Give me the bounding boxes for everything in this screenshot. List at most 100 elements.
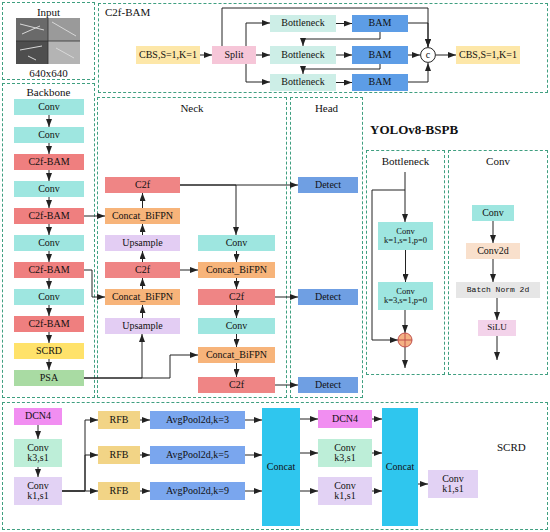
flow-arrow (49, 278, 50, 289)
model-title: YOLOv8-BSPB (370, 122, 458, 138)
layer-box: Conv2d (466, 243, 520, 259)
flow-arrow (49, 359, 50, 370)
box-label: Conv (38, 238, 60, 249)
box-label: AvgPool2d,k=9 (166, 486, 229, 497)
layer-box: C2f-BAM (14, 262, 84, 278)
input-image (16, 18, 80, 64)
box-label: SCRD (36, 346, 62, 357)
concat-circle: c (420, 47, 436, 63)
box-label: C2f (229, 292, 244, 303)
box-label: Conv (482, 208, 504, 219)
box-label: Split (225, 50, 244, 61)
layer-box: BAM (352, 74, 408, 91)
flow-arrow (140, 455, 150, 456)
flow-arrow (84, 334, 142, 378)
group-region: ConvConvConv2dBatch Norm 2dSiLU (448, 150, 548, 375)
box-label: Detect (315, 180, 341, 191)
box-label: Conv (226, 238, 248, 249)
layer-box: C2f-BAM (14, 154, 84, 170)
group-region: BottleneckConv k=1,s=1,p=0Conv k=3,s=1,p… (366, 150, 445, 375)
box-label: C2f-BAM (28, 265, 69, 276)
flow-arrow (84, 270, 105, 297)
layer-box: AvgPool2d,k=5 (150, 446, 245, 464)
region-title: Head (291, 102, 362, 114)
box-label: Conv k1,s1 (436, 474, 470, 495)
layer-box: Bottleneck (270, 15, 336, 32)
flow-arrow (84, 216, 105, 217)
flow-arrow (246, 23, 270, 46)
layer-box: Concat (262, 408, 300, 526)
flow-arrow (300, 453, 318, 454)
box-label: C2f-BAM (28, 157, 69, 168)
flow-arrow (62, 455, 98, 491)
add-symbol (398, 333, 412, 347)
layer-box: Concat_BiFPN (105, 208, 180, 224)
box-label: Bottleneck (281, 77, 324, 88)
layer-box: Concat_BiFPN (105, 289, 180, 305)
flow-arrow (303, 64, 380, 74)
group-region: BackboneConvConvC2f-BAMConvC2f-BAMConvC2… (2, 83, 95, 398)
flow-arrow (372, 491, 382, 492)
box-label: AvgPool2d,k=3 (166, 415, 229, 426)
layer-box: Conv k3,s1 (14, 439, 62, 467)
group-region: Input640x640 (2, 2, 95, 80)
box-label: Concat_BiFPN (206, 350, 267, 361)
flow-arrow (236, 334, 237, 347)
box-label: Concat_BiFPN (112, 292, 173, 303)
layer-box: C2f (198, 377, 275, 393)
box-label: Upsample (122, 321, 163, 332)
flow-arrow (436, 55, 456, 56)
flow-arrow (180, 270, 198, 271)
box-label: DCN4 (332, 414, 358, 425)
flow-arrow (236, 278, 237, 289)
flow-arrow (142, 305, 143, 318)
layer-box: Concat (382, 408, 418, 526)
layer-box: Upsample (105, 318, 180, 334)
flow-arrow (49, 224, 50, 235)
layer-box: Conv (14, 127, 84, 143)
layer-box: Batch Norm 2d (456, 282, 540, 298)
layer-box: Conv (472, 205, 514, 221)
flow-arrow (408, 55, 420, 56)
layer-box: Bottleneck (270, 74, 336, 91)
residual-wires (372, 172, 405, 368)
flow-arrow (336, 55, 352, 56)
flow-arrow (493, 221, 494, 243)
layer-box: Detect (298, 177, 358, 193)
layer-box: Conv (198, 318, 275, 334)
box-label: Conv k3,s1 (21, 443, 55, 464)
flow-arrow (140, 491, 150, 492)
box-label: RFB (110, 450, 129, 461)
flow-arrow (236, 305, 237, 318)
flow-arrow (49, 251, 50, 262)
box-label: BAM (369, 77, 392, 88)
flow-arrow (142, 278, 143, 289)
flow-arrow (300, 491, 318, 492)
box-label: BAM (369, 50, 392, 61)
layer-box: RFB (98, 446, 140, 464)
flow-arrow (245, 491, 262, 492)
box-label: Batch Norm 2d (467, 286, 529, 294)
layer-box: AvgPool2d,k=9 (150, 482, 245, 500)
layer-box: Split (212, 46, 256, 64)
box-label: Conv (38, 184, 60, 195)
region-title: Conv (449, 155, 547, 167)
layer-box: C2f-BAM (14, 316, 84, 332)
layer-box: Detect (298, 377, 358, 393)
flow-arrow (49, 115, 50, 127)
box-label: Conv k1,s1 (21, 481, 55, 502)
flow-arrow (62, 491, 98, 492)
layer-box: RFB (98, 482, 140, 500)
flow-arrow (303, 32, 380, 46)
flow-arrow (408, 23, 428, 47)
flow-arrow (372, 419, 382, 420)
flow-arrow (38, 467, 39, 477)
box-label: Concat_BiFPN (206, 265, 267, 276)
region-title: Backbone (3, 86, 94, 98)
flow-arrow (200, 55, 212, 56)
box-label: CBS,S=1,K=1 (459, 50, 517, 61)
box-label: Conv k=3,s=1,p=0 (381, 287, 431, 305)
layer-box: Conv (198, 235, 275, 251)
